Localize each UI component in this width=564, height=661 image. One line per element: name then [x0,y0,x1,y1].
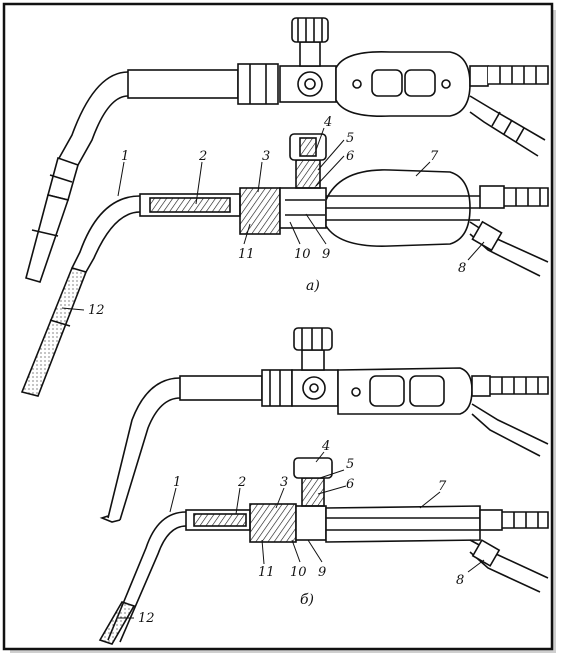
label-a-12: 12 [88,303,105,318]
torch-b-section [98,457,549,645]
label-a-11: 11 [238,247,255,262]
label-b-11: 11 [258,565,275,580]
label-a-2: 2 [198,149,207,164]
label-a-8: 8 [458,261,466,276]
label-a-6: 6 [346,149,354,164]
label-b-4: 4 [321,439,330,454]
labels-bottom: 1 2 3 4 5 6 7 8 9 10 11 12 б) [138,439,464,626]
label-a-4: 4 [323,115,332,130]
labels-top: 1 2 3 4 5 6 7 8 9 10 11 12 а) [88,115,466,318]
label-b-7: 7 [438,479,447,494]
label-a-7: 7 [430,149,439,164]
label-a-5: 5 [346,131,354,146]
leaders-bottom [118,451,485,619]
label-b-12: 12 [138,611,155,626]
label-a-1: 1 [121,149,129,164]
caption-a: а) [306,278,320,294]
label-a-3: 3 [262,149,270,164]
caption-b: б) [300,592,314,608]
label-b-8: 8 [456,573,464,588]
label-b-1: 1 [173,475,181,490]
label-a-9: 9 [322,247,330,262]
label-b-3: 3 [280,475,288,490]
label-b-6: 6 [346,477,354,492]
torch-a-exterior [25,17,549,283]
torch-b-exterior [99,327,549,523]
label-b-2: 2 [237,475,246,490]
label-b-9: 9 [318,565,326,580]
leaders-top [61,127,485,311]
torch-a-section [20,133,549,397]
label-a-10: 10 [294,247,311,262]
label-b-5: 5 [346,457,354,472]
label-b-10: 10 [290,565,307,580]
